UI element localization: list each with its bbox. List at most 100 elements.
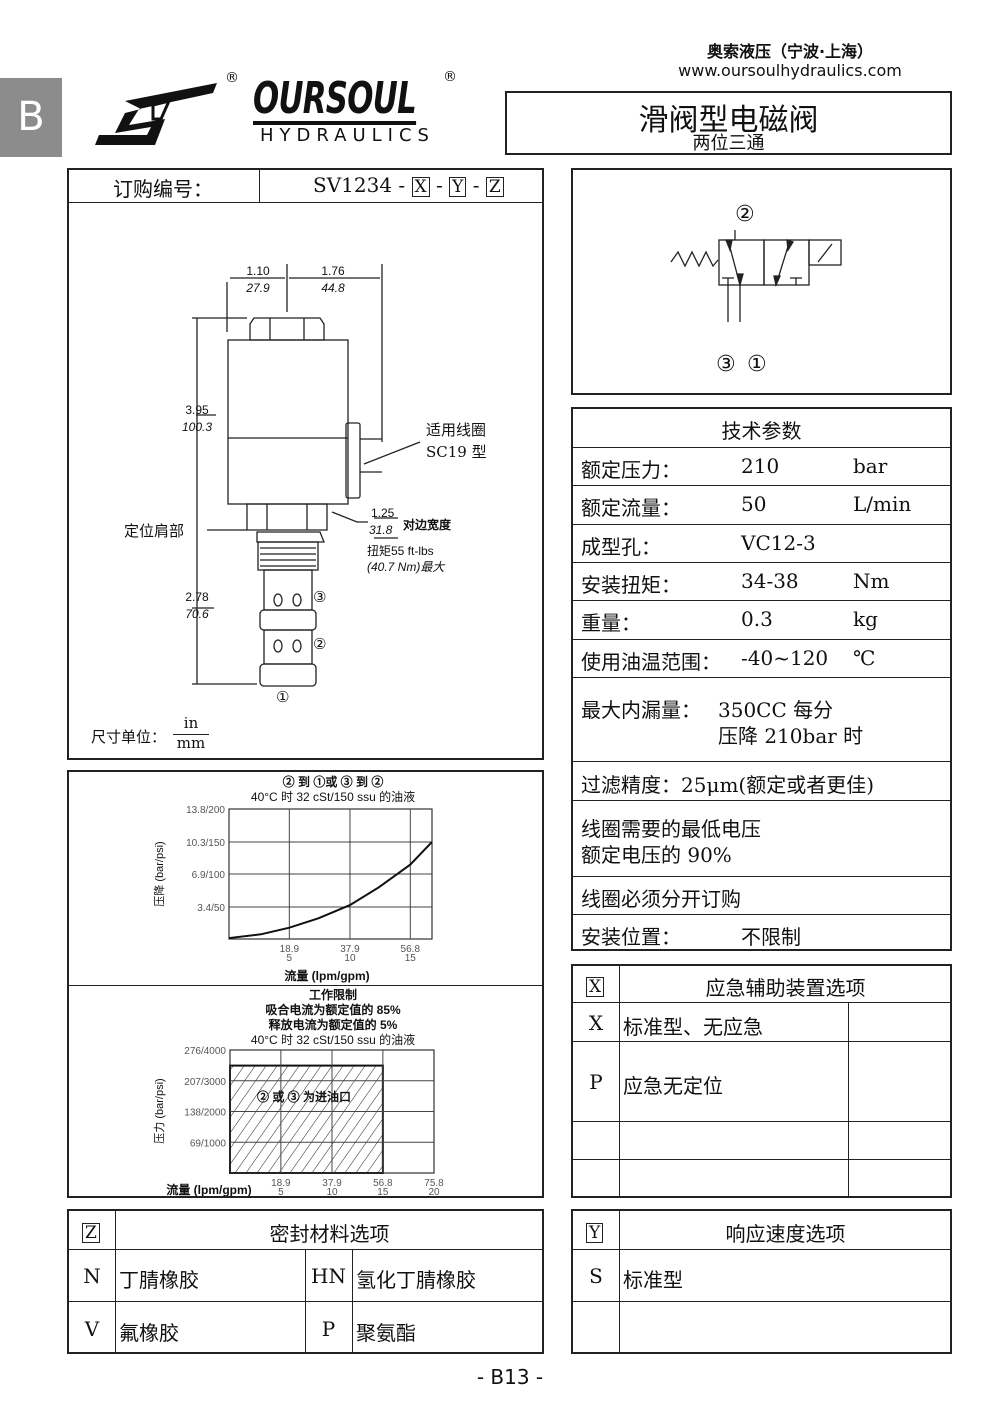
x-tick-label: 56.8 (401, 944, 421, 955)
valve-symbol-icon (670, 230, 842, 322)
tech-param-value: 50 (741, 492, 767, 517)
leak-condition: 压降 210bar 时 (718, 724, 864, 748)
unit-mm: mm (176, 734, 206, 752)
code-y-box: Y (449, 177, 467, 197)
option-x-label-x: 标准型、无应急 (623, 1015, 763, 1039)
chart-title: 释放电流为额定值的 5% (269, 1017, 398, 1032)
x-tick-label: 18.9 (280, 944, 300, 955)
title-box: 滑阀型电磁阀 两位三通 (505, 91, 952, 155)
coil-model: SC19 型 (426, 443, 487, 461)
separator: - (472, 173, 480, 197)
company-name: 奥索液压（宁波·上海） (706, 42, 874, 61)
tech-param-unit: bar (853, 454, 888, 478)
tech-param-label: 重量： (581, 611, 641, 636)
x-tick-label-gpm: 5 (287, 953, 293, 964)
tech-param-value: VC12-3 (741, 530, 816, 555)
y-tick-label: 276/4000 (184, 1046, 226, 1057)
tech-param-value: 34-38 (741, 568, 799, 593)
dim-hex-mm: 31.8 (369, 523, 393, 537)
pressure-drop-curve (228, 841, 433, 940)
x-axis-label: 流量 (lpm/gpm) (166, 1182, 251, 1196)
speed-code-s: S (589, 1264, 603, 1288)
x-tick-label-gpm: 10 (344, 953, 356, 964)
website-link[interactable]: www.oursoulhydraulics.com (678, 61, 902, 80)
voltage-line2: 额定电压的 90% (581, 843, 732, 867)
symbol-port-2: ② (735, 202, 755, 227)
seal-code-v: V (84, 1317, 100, 1341)
tech-param-unit: kg (853, 607, 878, 632)
brand-subtitle: HYDRAULICS (260, 125, 435, 146)
coil-label: 适用线圈 (426, 421, 487, 439)
torque-line2: (40.7 Nm)最大 (367, 560, 445, 574)
seal-code-hn: HN (311, 1264, 346, 1288)
x-tick-label: 37.9 (322, 1178, 342, 1189)
option-y-table: Y 响应速度选项 S 标准型 (571, 1209, 952, 1354)
seal-label-n: 丁腈橡胶 (119, 1268, 199, 1292)
code-z-box: Z (485, 177, 504, 197)
option-x-table: X 应急辅助装置选项 X 标准型、无应急 P 应急无定位 (571, 964, 952, 1198)
y-tick-label: 207/3000 (184, 1077, 226, 1088)
torque-line1: 扭矩55 ft-lbs (367, 544, 434, 558)
option-x-code-x: X (588, 1011, 604, 1035)
x-tick-label-gpm: 20 (428, 1187, 440, 1196)
registered-mark: ® (225, 70, 239, 86)
order-code: SV1234 - X - Y - Z (313, 173, 504, 197)
dim-top-right-mm: 44.8 (321, 281, 345, 295)
x-tick-label: 75.8 (424, 1178, 444, 1189)
y-axis-label: 压力 (bar/psi) (153, 1078, 166, 1143)
leak-value: 350CC 每分 (718, 698, 834, 722)
hydraulic-symbol-box: ② ③ ① (571, 168, 952, 395)
option-z-code: Z (82, 1223, 100, 1243)
order-code-label: 订购编号： (113, 177, 213, 201)
y-tick-label: 10.3/150 (186, 838, 225, 849)
seal-label-p: 聚氨酯 (356, 1321, 416, 1345)
valve-dimension-drawing (192, 264, 421, 687)
seal-code-p: P (321, 1317, 336, 1341)
tech-param-label: 成型孔： (581, 534, 661, 559)
tech-param-label: 额定流量： (581, 496, 681, 521)
symbol-port-1: ① (747, 352, 767, 377)
tech-param-value: 0.3 (741, 607, 773, 632)
page-title: 滑阀型电磁阀 (638, 103, 819, 138)
option-x-code-p: P (589, 1070, 603, 1094)
dim-height-in: 3.95 (185, 403, 209, 417)
registered-mark: ® (443, 69, 457, 85)
option-x-title: 应急辅助装置选项 (705, 976, 866, 1000)
option-z-title: 密封材料选项 (269, 1222, 390, 1246)
unit-label: 尺寸单位： (91, 728, 167, 746)
tech-params-title: 技术参数 (721, 419, 802, 443)
code-x-box: X (411, 177, 430, 197)
port-3-label: ③ (313, 588, 327, 606)
seal-code-n: N (83, 1264, 101, 1288)
symbol-port-3: ③ (716, 352, 736, 377)
coil-order-note: 线圈必须分开订购 (581, 887, 741, 911)
shoulder-label: 定位肩部 (124, 522, 185, 540)
order-box: 订购编号： SV1234 - X - Y - Z 1.10 27.9 1.76 … (67, 168, 544, 760)
separator: - (436, 173, 443, 197)
x-tick-label: 56.8 (373, 1178, 393, 1189)
option-y-code: Y (586, 1223, 604, 1243)
unit-in: in (183, 714, 199, 732)
tech-param-unit: Nm (853, 568, 890, 593)
x-tick-label-gpm: 15 (405, 953, 417, 964)
tech-param-unit: L/min (853, 492, 912, 517)
dim-top-right-in: 1.76 (321, 264, 345, 278)
x-axis-label: 流量 (lpm/gpm) (284, 968, 369, 983)
dim-top-left-in: 1.10 (246, 264, 270, 278)
tech-param-unit: ℃ (853, 645, 876, 670)
option-z-table: Z 密封材料选项 N 丁腈橡胶 HN 氢化丁腈橡胶 V 氟橡胶 P 聚氨酯 (67, 1209, 544, 1354)
speed-label-s: 标准型 (623, 1268, 683, 1292)
dim-lower-in: 2.78 (185, 590, 209, 604)
port-2-label: ② (313, 635, 327, 653)
x-tick-label: 37.9 (340, 944, 360, 955)
mount-label: 安装位置： (581, 925, 681, 949)
port-1-label: ① (276, 688, 290, 706)
tech-param-value: -40~120 (741, 645, 829, 670)
chart-title: 40°C 时 32 cSt/150 ssu 的油液 (251, 1032, 415, 1047)
mount-value: 不限制 (741, 925, 801, 949)
operating-region (229, 1064, 384, 1174)
filter-precision: 过滤精度：25μm(额定或者更佳) (581, 773, 875, 797)
page-number: - B13 - (476, 1365, 544, 1389)
hex-label: 对边宽度 (403, 518, 452, 532)
